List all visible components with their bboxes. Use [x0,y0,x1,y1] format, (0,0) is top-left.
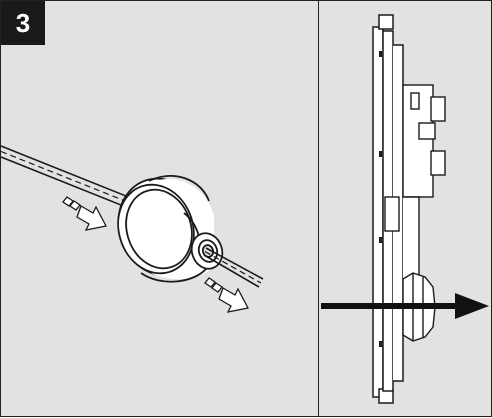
cable-right [203,247,264,288]
plate-notches [379,51,382,347]
direction-arrow-icon [204,277,249,313]
push-arrow-icon [321,293,489,319]
direction-arrow-icon [62,196,107,231]
step-number-badge: 3 [1,1,45,45]
grommet [117,175,224,283]
panel-side-view [318,0,492,417]
grommet-illustration [1,145,264,313]
side-view-illustration [321,14,489,404]
panel-cable-grommet: 3 [0,0,319,417]
